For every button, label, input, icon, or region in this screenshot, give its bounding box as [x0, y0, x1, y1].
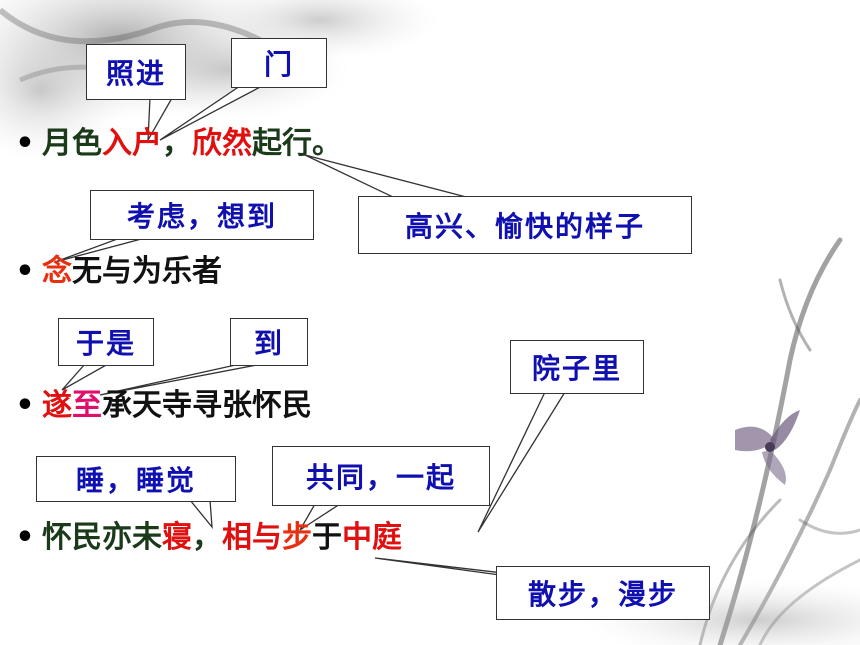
sentence-segment: 月色	[42, 126, 102, 161]
sentence-segment: ，	[192, 520, 222, 555]
bullet: •	[15, 520, 35, 555]
sentence-segment: 遂	[42, 388, 72, 423]
sentence-segment: 怀民亦未	[42, 520, 162, 555]
annotation-kaolv: 考虑，想到	[90, 190, 314, 240]
annotation-sanbu: 散步，漫步	[496, 566, 710, 620]
sentence-1-text: 月色入户，欣然起行。	[42, 126, 342, 161]
sentence-4: •怀民亦未寝，相与步于中庭	[8, 520, 402, 556]
sentence-segment: 至	[72, 388, 102, 423]
annotation-men: 门	[231, 38, 327, 88]
bullet: •	[15, 254, 35, 289]
sentence-1: •月色入户，欣然起行。	[8, 126, 342, 162]
sentence-segment: 承天寺寻张怀民	[102, 388, 312, 423]
bullet: •	[15, 388, 35, 423]
sentence-3: •遂至承天寺寻张怀民	[8, 388, 312, 424]
sentence-segment: 步	[282, 520, 312, 555]
annotation-gongtong: 共同，一起	[272, 446, 490, 506]
sentence-2: •念无与为乐者	[8, 254, 222, 290]
annotation-shui: 睡，睡觉	[36, 456, 236, 502]
annotation-dao: 到	[230, 318, 308, 366]
sentence-segment: 于	[312, 520, 342, 555]
sentence-segment: ，	[162, 126, 192, 161]
orchid-flower-icon	[735, 410, 800, 485]
sentence-4-text: 怀民亦未寝，相与步于中庭	[42, 520, 402, 555]
sentence-segment: 入户	[102, 126, 162, 161]
sentence-segment: 相与	[222, 520, 282, 555]
annotation-zhaojin: 照进	[86, 44, 186, 100]
sentence-segment: 寝	[162, 520, 192, 555]
sentence-3-text: 遂至承天寺寻张怀民	[42, 388, 312, 423]
sentence-segment: 欣然	[192, 126, 252, 161]
sentence-segment: 中庭	[342, 520, 402, 555]
sentence-2-text: 念无与为乐者	[42, 254, 222, 289]
annotation-yuanzi: 院子里	[510, 340, 644, 394]
sentence-segment: 起行。	[252, 126, 342, 161]
sentence-segment: 无与为乐者	[72, 254, 222, 289]
bullet: •	[15, 126, 35, 161]
annotation-yushi: 于是	[58, 318, 154, 366]
sentence-segment: 念	[42, 254, 72, 289]
annotation-gaoxing: 高兴、愉快的样子	[358, 196, 692, 254]
